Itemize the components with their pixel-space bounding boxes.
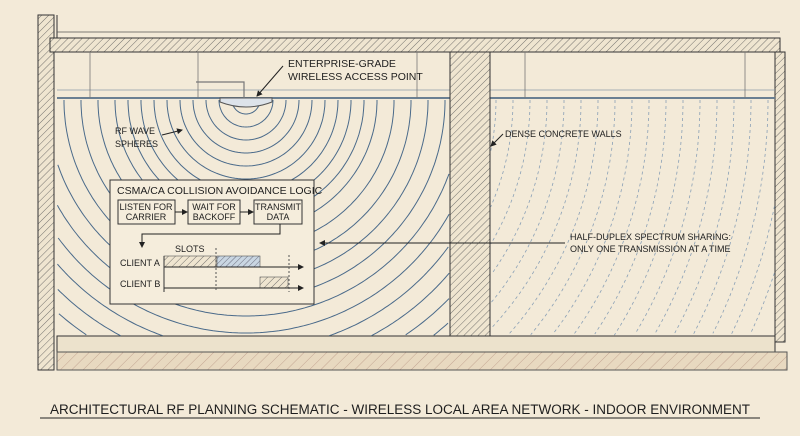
access-point-icon [196, 81, 273, 108]
wave-arc [218, 99, 274, 128]
wave-arc [530, 100, 616, 336]
wave-arc [635, 100, 701, 334]
rf-label-2: SPHERES [115, 139, 158, 149]
wave-arc [490, 100, 514, 208]
wave-arc [57, 246, 449, 337]
half-duplex-label-2: ONLY ONE TRANSMISSION AT A TIME [570, 244, 731, 254]
step-transmit-2: DATA [267, 212, 290, 222]
step-wait-1: WAIT FOR [192, 202, 236, 212]
step-listen-1: LISTEN FOR [119, 202, 173, 212]
wave-arc [507, 100, 599, 336]
wave-arc [614, 100, 684, 336]
floor-slab [56, 335, 776, 353]
csma-title: CSMA/CA COLLISION AVOIDANCE LOGIC [117, 185, 323, 197]
wave-arc [594, 100, 667, 335]
ap-label-2: WIRELESS ACCESS POINT [288, 71, 423, 83]
ap-label-1: ENTERPRISE-GRADE [288, 58, 396, 70]
concrete-column [449, 51, 491, 337]
csma-diagram: CSMA/CA COLLISION AVOIDANCE LOGIC LISTEN… [109, 179, 323, 305]
ceiling-slab [49, 37, 781, 53]
wave-arc [192, 99, 300, 154]
rf-waves-attenuated [489, 100, 775, 336]
rf-label-1: RF WAVE [115, 126, 155, 136]
wave-arc [712, 100, 769, 334]
wave-arc [490, 100, 565, 304]
client-a-label: CLIENT A [120, 258, 160, 268]
wave-arc [179, 99, 313, 167]
wave-arc [749, 272, 775, 335]
client-b-label: CLIENT B [120, 279, 160, 289]
ground [56, 351, 788, 371]
caption: ARCHITECTURAL RF PLANNING SCHEMATIC - WI… [50, 402, 750, 417]
wave-arc [490, 100, 531, 245]
wave-arc [489, 100, 497, 154]
wave-arc [654, 100, 718, 335]
step-transmit-1: TRANSMIT [255, 202, 302, 212]
wave-arc [673, 100, 735, 336]
left-wall [37, 14, 55, 371]
slots-label: SLOTS [175, 244, 205, 254]
wave-arc [731, 206, 775, 335]
walls-label: DENSE CONCRETE WALLS [505, 129, 622, 139]
wave-arc [692, 100, 752, 336]
wave-arc [57, 272, 450, 337]
wave-arc [166, 99, 326, 180]
right-wall [774, 51, 786, 343]
step-listen-2: CARRIER [126, 212, 167, 222]
step-wait-2: BACKOFF [193, 212, 236, 222]
wave-arc [58, 298, 450, 336]
wave-arc [205, 99, 287, 141]
wave-arc [231, 100, 261, 115]
half-duplex-label-1: HALF-DUPLEX SPECTRUM SHARING: [570, 232, 731, 242]
wave-arc [491, 100, 548, 275]
